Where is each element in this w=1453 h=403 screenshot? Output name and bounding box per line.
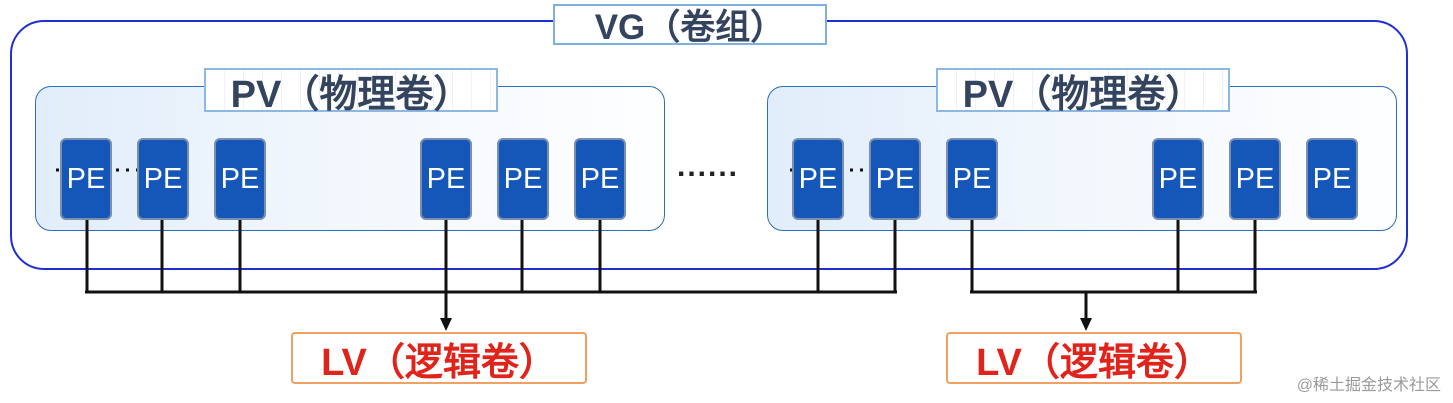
pe-block: PE bbox=[1152, 138, 1204, 220]
ellipsis-separator: ...... bbox=[677, 150, 740, 183]
pe-block: PE bbox=[420, 138, 472, 220]
pe-block: PE bbox=[60, 138, 112, 220]
pe-block: PE bbox=[497, 138, 549, 220]
pe-block: PE bbox=[137, 138, 189, 220]
pe-block: PE bbox=[1306, 138, 1358, 220]
pe-block: PE bbox=[869, 138, 921, 220]
watermark: @稀土掘金技术社区 bbox=[1296, 377, 1441, 394]
pe-block: PE bbox=[574, 138, 626, 220]
arrow-down-icon bbox=[1080, 318, 1092, 331]
pv-label-1: PV（物理卷） bbox=[204, 68, 498, 116]
pe-block: PE bbox=[214, 138, 266, 220]
arrow-down-icon bbox=[440, 318, 452, 331]
pe-block: PE bbox=[946, 138, 998, 220]
pe-block: PE bbox=[1229, 138, 1281, 220]
lv-label-2: LV（逻辑卷） bbox=[946, 332, 1242, 384]
lv-label-1: LV（逻辑卷） bbox=[291, 332, 587, 384]
pe-block: PE bbox=[792, 138, 844, 220]
vg-label: VG（卷组） bbox=[553, 4, 827, 47]
pv-label-2: PV（物理卷） bbox=[936, 68, 1230, 116]
